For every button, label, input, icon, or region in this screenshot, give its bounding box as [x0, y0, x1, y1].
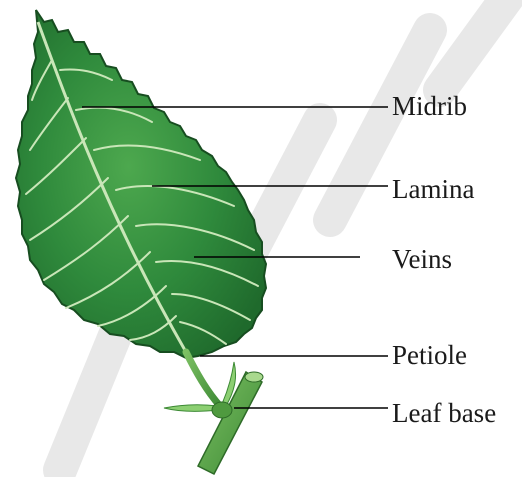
- stem-cut: [245, 372, 263, 382]
- leaf-base: [212, 402, 232, 418]
- stipule-left: [164, 405, 218, 412]
- label-leaf-base: Leaf base: [392, 400, 496, 427]
- label-lamina: Lamina: [392, 176, 474, 203]
- label-veins: Veins: [392, 246, 452, 273]
- petiole: [186, 352, 220, 406]
- label-petiole: Petiole: [392, 342, 467, 369]
- label-midrib: Midrib: [392, 93, 467, 120]
